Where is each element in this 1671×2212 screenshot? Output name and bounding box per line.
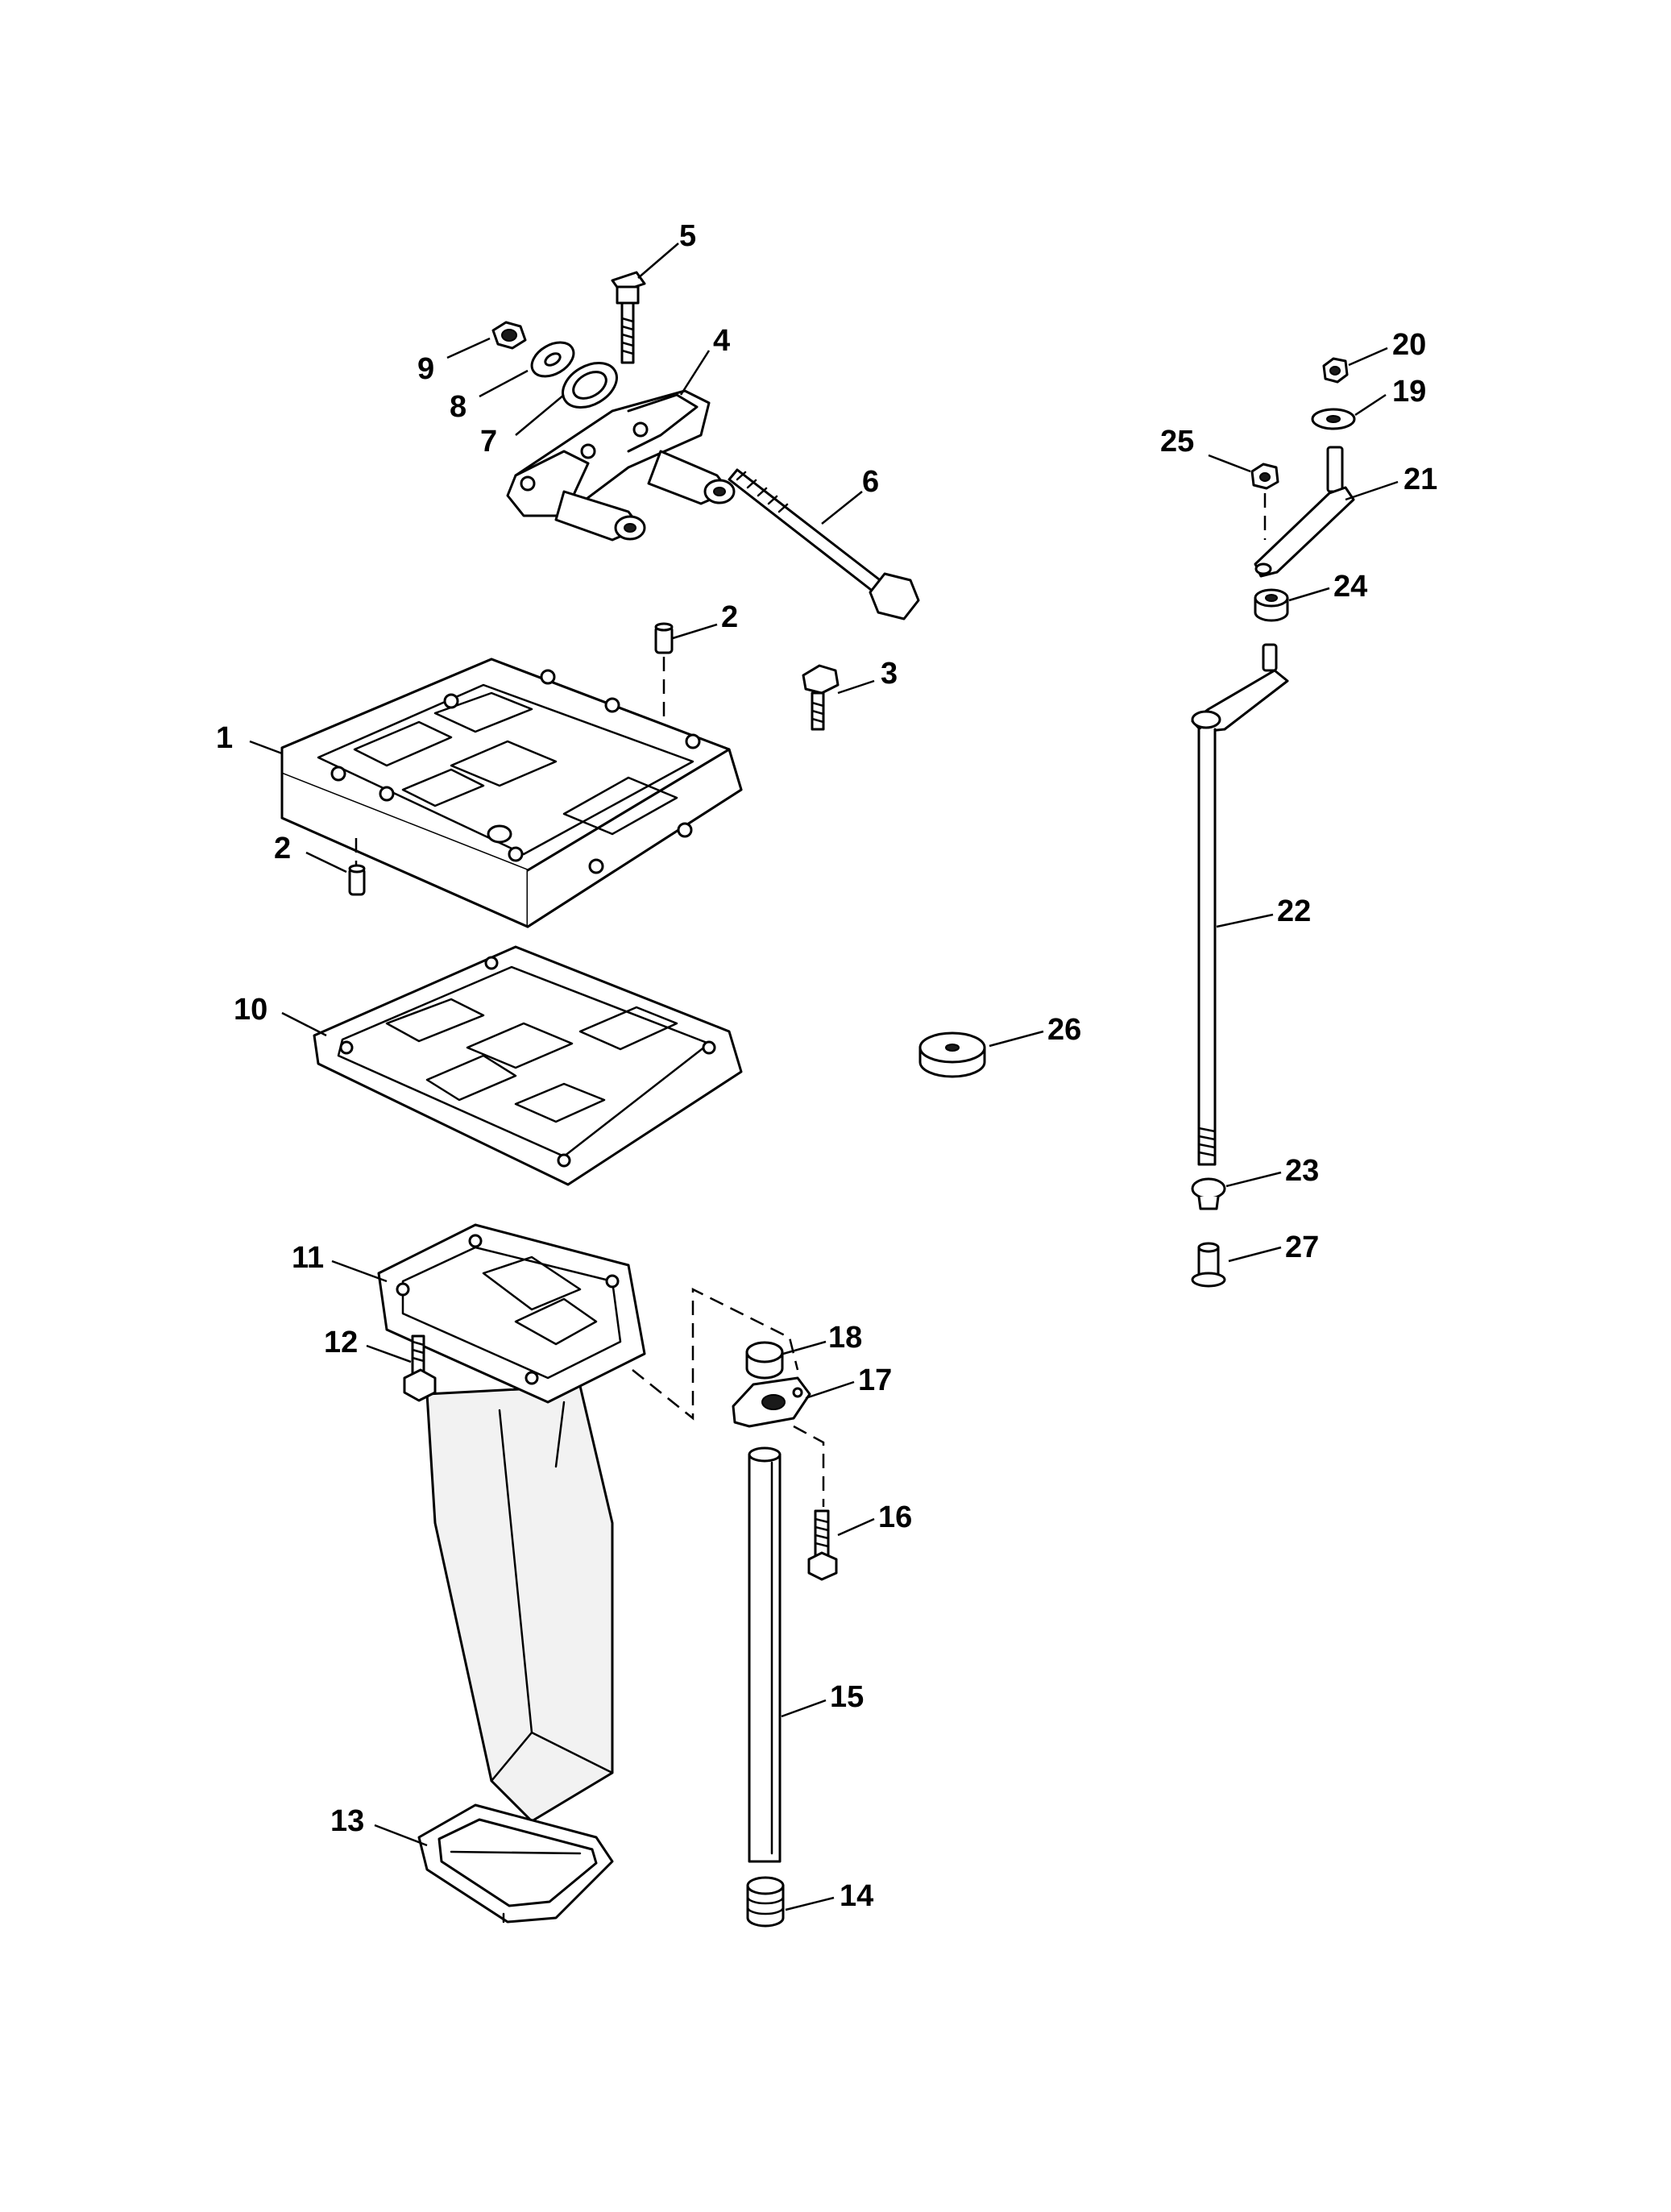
leader-2-top	[672, 623, 718, 640]
leader-3	[837, 679, 875, 695]
leader-lines	[249, 243, 1399, 1911]
leader-17	[805, 1380, 855, 1400]
part-24-bushing[interactable]	[1254, 588, 1289, 622]
assembly-guide-line-17-16	[793, 1425, 825, 1507]
part-13-seal[interactable]	[417, 1803, 614, 1924]
part-1-adapter-plate[interactable]	[280, 658, 743, 928]
leader-20	[1348, 347, 1388, 367]
part-22-shift-rod[interactable]	[1191, 643, 1289, 1166]
part-18-cap[interactable]	[745, 1341, 784, 1380]
callout-23: 23	[1285, 1154, 1319, 1188]
leader-25	[1208, 454, 1251, 473]
callout-24: 24	[1333, 570, 1367, 604]
leader-8	[479, 369, 529, 398]
callout-4: 4	[713, 324, 730, 358]
part-2-dowel-pin-bottom[interactable]	[348, 864, 366, 896]
part-25-nut[interactable]	[1250, 463, 1279, 490]
callout-16: 16	[878, 1500, 912, 1534]
callout-17: 17	[858, 1363, 892, 1397]
callout-5: 5	[679, 219, 696, 253]
leader-10	[281, 1011, 327, 1037]
callout-3: 3	[881, 657, 898, 691]
callout-11: 11	[292, 1241, 324, 1275]
leader-16	[837, 1517, 875, 1537]
callout-21: 21	[1404, 463, 1437, 496]
callout-25: 25	[1160, 425, 1194, 459]
leader-2-bottom	[305, 851, 347, 874]
part-19-washer[interactable]	[1311, 408, 1356, 430]
part-23-bushing[interactable]	[1191, 1177, 1226, 1210]
callout-14: 14	[840, 1879, 873, 1913]
part-7-seal-ring[interactable]	[555, 354, 624, 417]
leader-19	[1354, 393, 1387, 417]
assembly-guide-line-11-17	[632, 1287, 799, 1421]
callout-1: 1	[216, 721, 233, 755]
callout-6: 6	[862, 465, 879, 499]
leader-12	[366, 1344, 412, 1363]
part-15-tube[interactable]	[748, 1446, 782, 1863]
leader-4	[679, 350, 711, 396]
part-9-nut[interactable]	[491, 321, 527, 350]
part-4-bracket[interactable]	[506, 389, 736, 542]
callout-27: 27	[1285, 1231, 1319, 1264]
part-26-grommet[interactable]	[918, 1031, 986, 1078]
callout-2-top: 2	[721, 600, 738, 634]
part-3-bolt[interactable]	[802, 664, 840, 731]
callout-13: 13	[330, 1804, 364, 1838]
part-16-bolt[interactable]	[807, 1509, 838, 1581]
part-10-gasket[interactable]	[313, 945, 743, 1186]
leader-22	[1216, 913, 1274, 928]
part-14-grommet[interactable]	[746, 1876, 785, 1928]
callout-12: 12	[324, 1326, 358, 1359]
leader-18	[782, 1340, 827, 1355]
part-12-bolt[interactable]	[403, 1334, 437, 1402]
leader-9	[446, 337, 491, 359]
part-6-long-bolt[interactable]	[728, 468, 920, 620]
callout-22: 22	[1277, 894, 1311, 928]
part-5-bolt[interactable]	[611, 271, 646, 364]
leader-14	[785, 1896, 835, 1911]
leader-11	[331, 1260, 388, 1283]
part-21-lever[interactable]	[1254, 446, 1355, 578]
leader-7	[515, 394, 565, 436]
part-11-exhaust-tube[interactable]	[377, 1223, 646, 1823]
part-2-dowel-pin-top[interactable]	[654, 622, 674, 654]
callout-26: 26	[1047, 1013, 1081, 1047]
part-8-washer[interactable]	[526, 335, 579, 383]
leader-27	[1228, 1246, 1282, 1263]
leader-15	[781, 1699, 827, 1718]
part-20-nut[interactable]	[1322, 357, 1349, 384]
callout-8: 8	[450, 390, 466, 424]
leader-1	[249, 740, 283, 755]
leader-24	[1288, 587, 1330, 602]
part-17-flange[interactable]	[732, 1376, 811, 1428]
callout-2-bottom: 2	[274, 832, 291, 865]
leader-26	[989, 1030, 1044, 1048]
callout-15: 15	[830, 1680, 864, 1714]
leader-13	[374, 1824, 428, 1847]
callout-19: 19	[1392, 375, 1426, 409]
leader-5	[637, 243, 679, 279]
callout-9: 9	[417, 352, 434, 386]
callout-7: 7	[480, 425, 497, 459]
part-27-pin[interactable]	[1191, 1242, 1226, 1288]
leader-6	[821, 491, 863, 525]
leader-23	[1225, 1171, 1282, 1188]
callout-18: 18	[828, 1321, 862, 1355]
leader-21	[1345, 480, 1399, 501]
callout-labels: 1 2 2 3 4 5 6 7 8 9 10 11 12 13 14 15 16…	[216, 219, 1437, 1913]
callout-20: 20	[1392, 328, 1426, 362]
callout-10: 10	[234, 993, 267, 1027]
